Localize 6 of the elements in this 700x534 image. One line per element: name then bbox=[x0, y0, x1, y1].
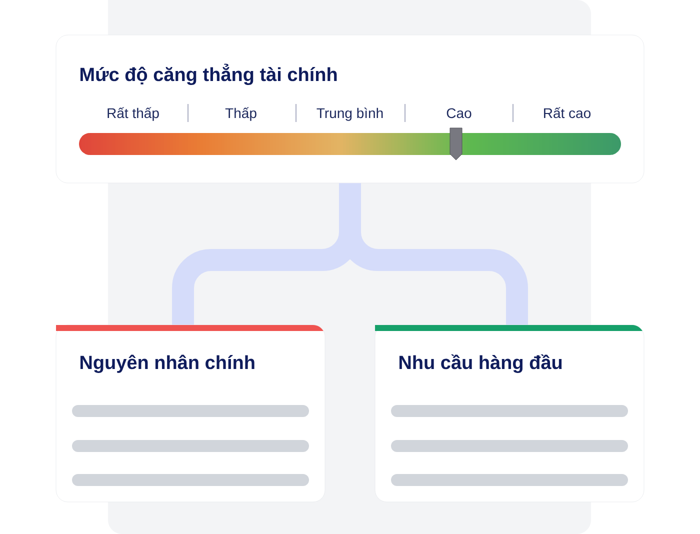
scale-label: Trung bình bbox=[316, 108, 383, 121]
scale-label: Rất thấp bbox=[108, 107, 159, 121]
connector bbox=[339, 183, 528, 325]
scale-label: Rất cao bbox=[544, 107, 591, 118]
scale-label: Thấp bbox=[225, 107, 256, 121]
scale-label: Cao bbox=[446, 108, 472, 118]
